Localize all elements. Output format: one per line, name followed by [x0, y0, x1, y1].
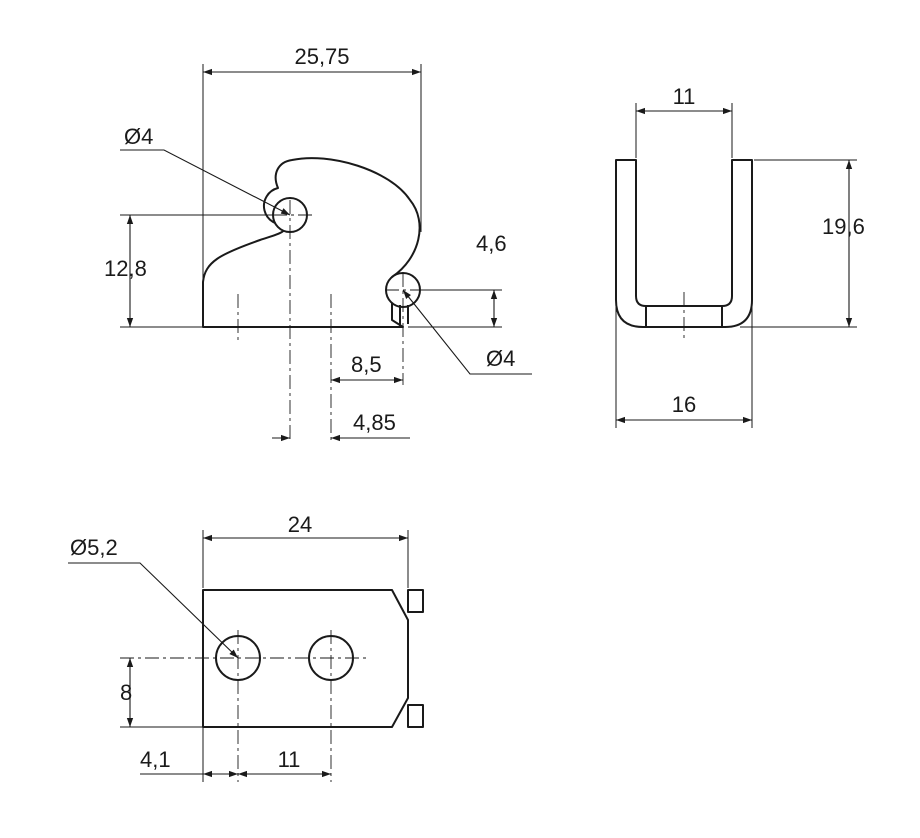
dim-side-width: 25,75 — [294, 44, 349, 69]
dim-side-height: 12,8 — [104, 256, 147, 281]
dim-plan-hole-height: 8 — [120, 680, 132, 705]
dim-side-hole-lower: Ø4 — [486, 346, 515, 371]
dim-plan-hole-offset: 4,1 — [140, 747, 171, 772]
dim-front-outer-width: 16 — [672, 392, 696, 417]
dim-plan-hole-spacing: 11 — [278, 747, 301, 772]
plan-tab-top — [407, 589, 424, 613]
dim-front-inner-width: 11 — [673, 84, 696, 109]
dim-side-hole-lower-offset: 4,6 — [476, 231, 507, 256]
plan-view: 24 Ø5,2 8 4,1 11 — [68, 512, 424, 782]
dim-front-height: 19,6 — [822, 214, 865, 239]
front-view: 11 19,6 16 — [615, 84, 865, 428]
dim-side-hole-upper: Ø4 — [124, 124, 153, 149]
dim-side-dim-a: 8,5 — [351, 352, 382, 377]
front-view-u-channel — [615, 159, 753, 328]
side-view-outline — [202, 157, 421, 328]
dim-side-dim-b: 4,85 — [353, 410, 396, 435]
dim-plan-width: 24 — [288, 512, 312, 537]
side-view: 25,75 Ø4 12,8 4,6 Ø4 8,5 4,85 — [104, 44, 532, 442]
dim-plan-hole-dia: Ø5,2 — [70, 535, 118, 560]
plan-tab-bottom — [407, 704, 424, 728]
